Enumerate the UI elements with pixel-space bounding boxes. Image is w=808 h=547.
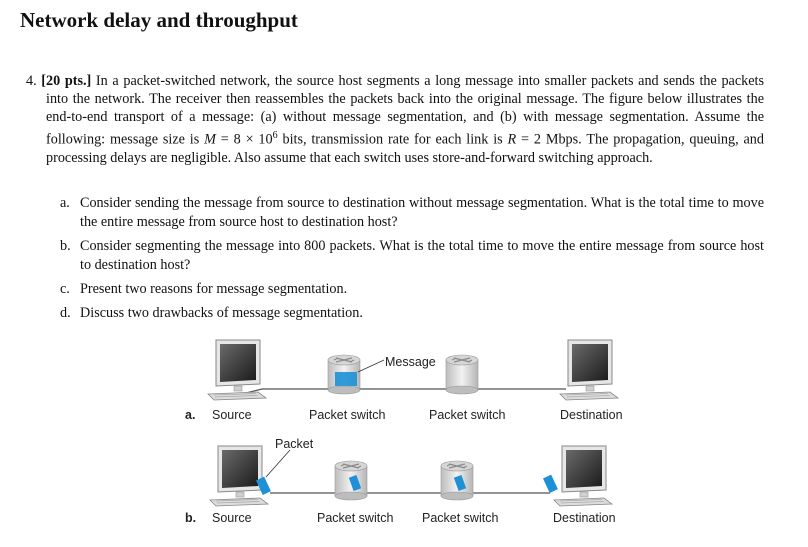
subquestion-letter: a. bbox=[60, 195, 70, 211]
subquestion-text: Consider segmenting the message into 800… bbox=[80, 238, 764, 273]
message-callout: Message bbox=[385, 355, 436, 369]
subquestion-c: c. Present two reasons for message segme… bbox=[60, 280, 764, 299]
subquestion-letter: d. bbox=[60, 305, 71, 321]
monitor-icon bbox=[553, 445, 613, 507]
problem-points: [20 pts.] bbox=[41, 73, 92, 89]
packet-block bbox=[348, 475, 362, 491]
source-label: Source bbox=[212, 408, 252, 422]
problem-text-1: In a packet-switched network, the source… bbox=[46, 73, 765, 148]
figure-row-b: Packet b. Source Packet switch Packet sw… bbox=[185, 437, 616, 525]
row-tag: a. bbox=[185, 408, 195, 422]
row-tag: b. bbox=[185, 511, 196, 525]
rate-value: = 2 bbox=[516, 131, 541, 148]
packet-callout: Packet bbox=[275, 437, 314, 451]
problem-number: 4. bbox=[26, 73, 37, 89]
packet-switch-label: Packet switch bbox=[317, 511, 393, 525]
message-size-exponent: 6 bbox=[272, 129, 278, 141]
rate-variable: R bbox=[507, 131, 517, 148]
message-size-value: = 8 × 10 bbox=[215, 131, 273, 148]
problem-statement: 4. [20 pts.] In a packet-switched networ… bbox=[26, 72, 764, 167]
page-title: Network delay and throughput bbox=[20, 8, 298, 32]
monitor-icon bbox=[207, 339, 267, 401]
subquestion-a: a. Consider sending the message from sou… bbox=[60, 194, 764, 231]
packet-block bbox=[453, 475, 467, 491]
packet-switch-label: Packet switch bbox=[309, 408, 385, 422]
packet-switch-icon bbox=[445, 354, 479, 395]
packet-block bbox=[542, 474, 558, 493]
monitor-icon bbox=[559, 339, 619, 401]
subquestion-text: Present two reasons for message segmenta… bbox=[80, 281, 348, 297]
subquestion-text: Discuss two drawbacks of message segment… bbox=[80, 305, 363, 321]
problem-text-3: Mbps. The propagation, queuing, and proc… bbox=[46, 131, 764, 166]
subquestion-text: Consider sending the message from source… bbox=[80, 195, 764, 230]
subquestion-d: d. Discuss two drawbacks of message segm… bbox=[60, 304, 764, 323]
problem-text-2: bits, transmission rate for each link is bbox=[277, 131, 508, 148]
destination-label: Destination bbox=[560, 408, 623, 422]
message-size-variable: M bbox=[204, 131, 216, 148]
packet-switch-label: Packet switch bbox=[429, 408, 505, 422]
subquestion-letter: b. bbox=[60, 238, 71, 254]
subquestion-b: b. Consider segmenting the message into … bbox=[60, 237, 764, 274]
source-label: Source bbox=[212, 511, 252, 525]
figure-row-a: Message a. Source Packet switch Packet s… bbox=[185, 339, 623, 422]
message-block bbox=[335, 372, 357, 386]
monitor-icon bbox=[209, 445, 269, 507]
packet-switch-label: Packet switch bbox=[422, 511, 498, 525]
packet-block bbox=[255, 476, 271, 495]
destination-label: Destination bbox=[553, 511, 616, 525]
subquestion-letter: c. bbox=[60, 281, 70, 297]
